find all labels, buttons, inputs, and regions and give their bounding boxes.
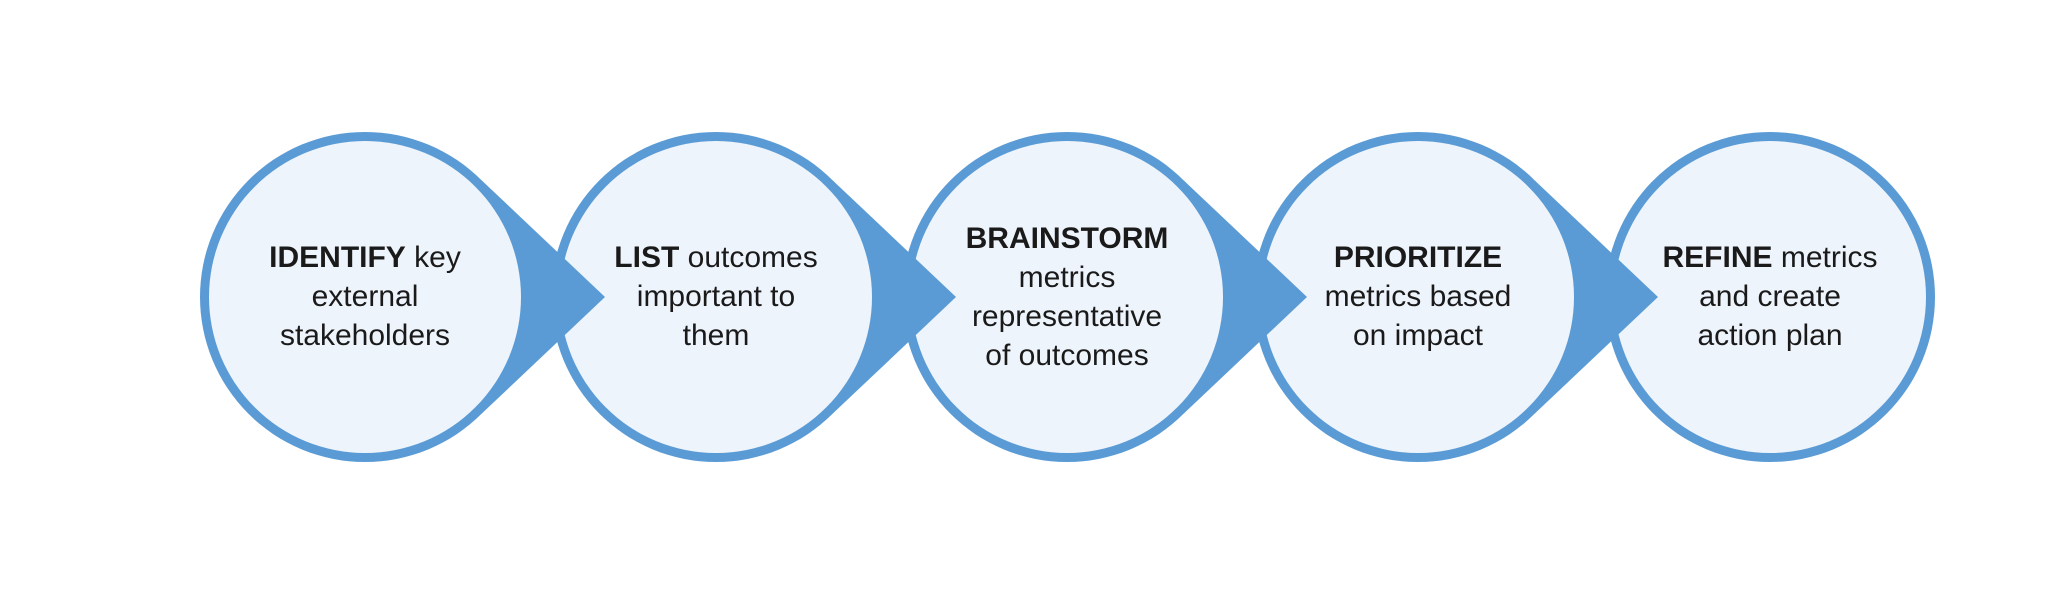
step-1-first-line-rest: key xyxy=(405,241,461,274)
step-1-arrow xyxy=(481,180,605,414)
process-shapes xyxy=(200,132,1935,462)
step-2-inner xyxy=(560,141,872,453)
step-4-keyword: PRIORITIZE xyxy=(1333,241,1503,274)
step-3-inner xyxy=(911,141,1223,453)
step-1-line: stakeholders xyxy=(279,319,451,352)
step-5-shape xyxy=(1605,132,1935,462)
step-5-line: action plan xyxy=(1697,319,1843,352)
step-3-keyword: BRAINSTORM xyxy=(965,222,1169,255)
step-2-text: LIST outcomes important to them xyxy=(596,238,836,355)
step-4-arrow xyxy=(1534,180,1658,414)
step-4-line: metrics based xyxy=(1324,280,1512,313)
step-3-line: metrics xyxy=(1018,261,1116,294)
step-2-keyword: LIST xyxy=(614,241,680,274)
step-1-inner xyxy=(209,141,521,453)
step-4-inner xyxy=(1262,141,1574,453)
step-4-line: on impact xyxy=(1352,319,1484,352)
step-2-line: them xyxy=(682,319,750,352)
step-5-line: and create xyxy=(1699,280,1841,313)
step-5-first-line: REFINE metrics xyxy=(1650,238,1890,277)
step-5-inner xyxy=(1614,141,1926,453)
step-5-keyword: REFINE xyxy=(1662,241,1773,274)
step-1-line: external xyxy=(311,280,419,313)
step-2-shape xyxy=(551,132,956,462)
step-1-first-line: IDENTIFY key xyxy=(245,238,485,277)
step-5-first-line-rest: metrics xyxy=(1772,241,1878,274)
step-4-shape xyxy=(1253,132,1658,462)
step-3-line: of outcomes xyxy=(985,339,1149,372)
step-2-first-line: LIST outcomes xyxy=(596,238,836,277)
step-1-shape xyxy=(200,132,605,462)
step-3-arrow xyxy=(1183,180,1307,414)
step-3-shape xyxy=(902,132,1307,462)
step-3-line: representative xyxy=(971,300,1163,333)
step-2-line: important to xyxy=(636,280,796,313)
step-2-first-line-rest: outcomes xyxy=(679,241,818,274)
step-1-text: IDENTIFY key external stakeholders xyxy=(245,238,485,355)
step-3-text: BRAINSTORM metrics representative of out… xyxy=(947,219,1187,375)
step-1-keyword: IDENTIFY xyxy=(269,241,406,274)
step-2-arrow xyxy=(832,180,956,414)
step-4-first-line: PRIORITIZE xyxy=(1298,238,1538,277)
step-5-text: REFINE metrics and create action plan xyxy=(1650,238,1890,355)
step-3-first-line: BRAINSTORM xyxy=(947,219,1187,258)
step-4-text: PRIORITIZE metrics based on impact xyxy=(1298,238,1538,355)
